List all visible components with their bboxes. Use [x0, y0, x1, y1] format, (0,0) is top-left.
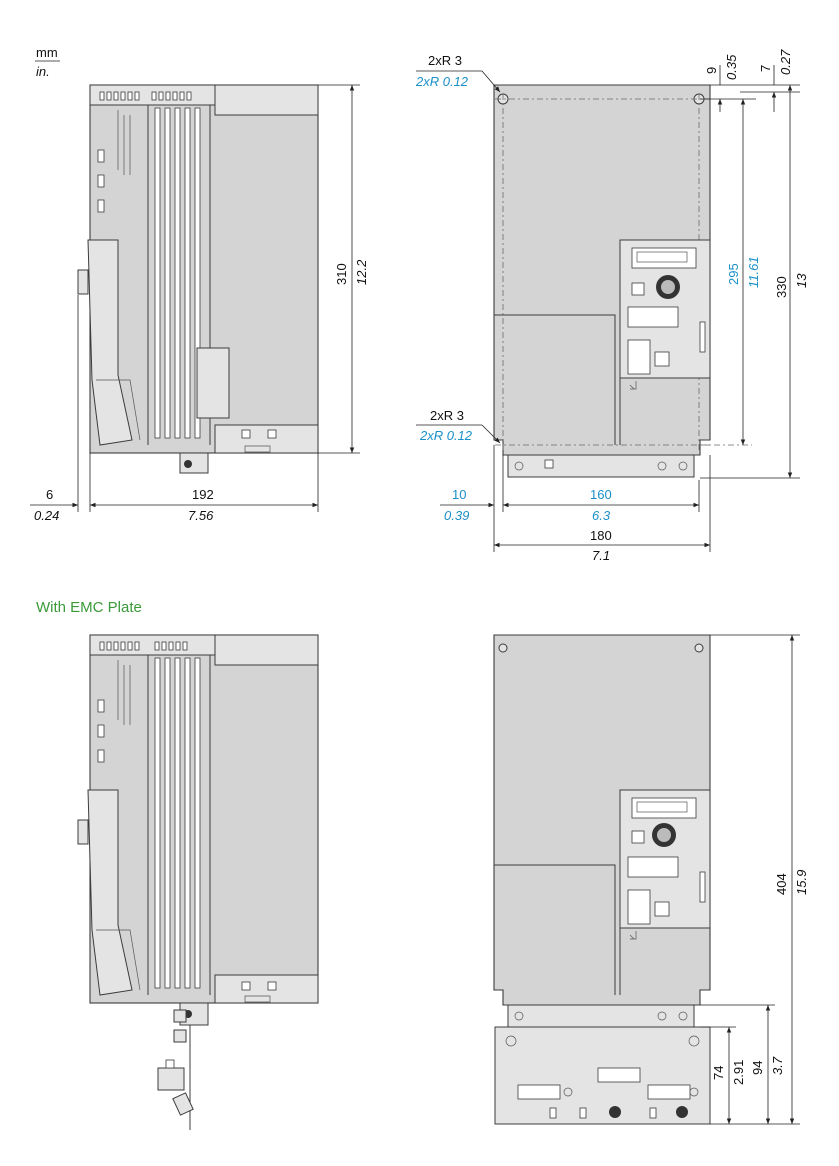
heatsink-fins [147, 105, 211, 445]
side-offset-in: 0.24 [34, 508, 59, 523]
hole-spacing-h-mm: 160 [590, 487, 612, 502]
side-depth-dimension: 192 7.56 6 0.24 [30, 295, 319, 523]
top-hole-offset-in: 0.35 [724, 54, 739, 80]
front-view-drive-emc [493, 634, 711, 1125]
unit-metric-label: mm [36, 45, 58, 60]
side-height-mm: 310 [334, 263, 349, 285]
side-depth-in: 7.56 [188, 508, 214, 523]
front-hole-spacing-vertical: 295 11.61 [700, 99, 761, 446]
front-radius-top-callout: 2xR 3 2xR 0.12 [415, 53, 501, 93]
hole-edge-offset-mm: 10 [452, 487, 466, 502]
hole-spacing-v-in: 11.61 [746, 256, 761, 288]
units-legend: mm in. [35, 45, 60, 79]
emc-total-height-in: 15.9 [794, 870, 809, 895]
total-height-mm: 330 [774, 276, 789, 298]
hmi-panel [619, 239, 711, 379]
emc-plate-dims: 74 2.91 94 3.7 [700, 1004, 785, 1124]
width-in: 7.1 [592, 548, 610, 563]
hmi-panel-emc [619, 789, 711, 929]
emc-total-height: 404 15.9 [710, 634, 809, 1125]
emc-plate-b-mm: 94 [750, 1061, 765, 1075]
emc-section-title: With EMC Plate [36, 599, 142, 616]
front-radius-bottom-callout: 2xR 3 2xR 0.12 [416, 408, 501, 444]
hole-spacing-h-in: 6.3 [592, 508, 611, 523]
front-total-height: 330 13 [700, 85, 809, 479]
radius-top-in: 2xR 0.12 [415, 74, 469, 89]
width-mm: 180 [590, 528, 612, 543]
side-view-drive [77, 84, 319, 474]
side-height-in: 12.2 [354, 259, 369, 285]
front-view-drive [493, 84, 711, 478]
top-hole-offset-mm: 9 [704, 67, 719, 74]
front-horizontal-dims: 160 6.3 10 0.39 180 7.1 [440, 445, 711, 563]
emc-plate-a-in: 2.91 [731, 1060, 746, 1085]
side-offset-mm: 6 [46, 487, 53, 502]
front-side-vents [97, 110, 131, 213]
radius-bottom-mm: 2xR 3 [430, 408, 464, 423]
side-depth-mm: 192 [192, 487, 214, 502]
unit-imperial-label: in. [36, 64, 50, 79]
top-vent-slots [99, 91, 192, 101]
hole-edge-offset-in: 0.39 [444, 508, 469, 523]
total-height-in: 13 [794, 273, 809, 288]
side-view-drive-emc [77, 634, 319, 1130]
top-edge-offset-mm: 7 [758, 65, 773, 72]
bottom-plate [507, 454, 695, 478]
side-height-dimension: 310 12.2 [318, 84, 369, 454]
emc-total-height-mm: 404 [774, 873, 789, 895]
hole-spacing-v-mm: 295 [726, 263, 741, 285]
radius-bottom-in: 2xR 0.12 [419, 428, 473, 443]
emc-plate-b-in: 3.7 [770, 1056, 785, 1075]
emc-plate-front [494, 1026, 711, 1125]
emc-plate-a-mm: 74 [711, 1066, 726, 1080]
radius-top-mm: 2xR 3 [428, 53, 462, 68]
emc-plate-side [157, 1002, 209, 1130]
top-edge-offset-in: 0.27 [778, 49, 793, 75]
front-top-offsets: 9 0.35 7 0.27 [700, 49, 800, 112]
